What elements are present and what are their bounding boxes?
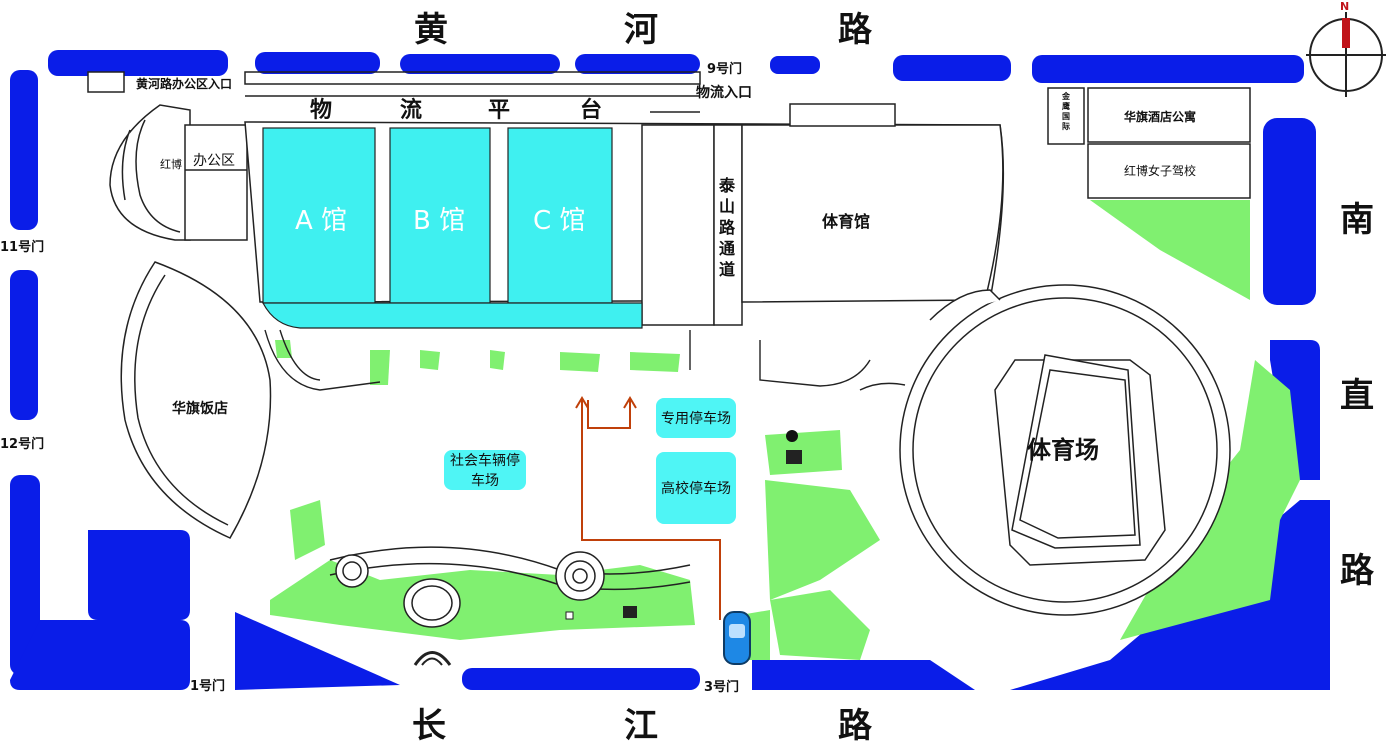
hall-b-label: B 馆 [413, 206, 466, 236]
small-building-label: 金鹰国际 [1062, 92, 1070, 131]
huaqi-hotel-label: 华旗饭店 [172, 401, 228, 417]
stadium-building [859, 284, 1231, 616]
road-east-char-1: 南 [1340, 200, 1374, 240]
college-parking-label: 高校停车场 [656, 452, 736, 524]
office-entrance-box [87, 71, 125, 93]
road-south-char-1: 长 [412, 706, 446, 746]
gate-11-label: 11号门 [0, 240, 45, 255]
road-blocks [10, 50, 1330, 690]
huaqi-hotel-building [120, 261, 272, 539]
markers [565, 430, 802, 620]
stadium-label: 体育场 [1027, 436, 1099, 464]
logistics-platform-char-3: 平 [488, 98, 511, 123]
gymnasium-label: 体育馆 [822, 212, 871, 231]
logistics-platform-char-1: 物 [310, 98, 333, 123]
halls-cyan [262, 127, 643, 329]
road-east-char-3: 路 [1340, 551, 1374, 591]
office-label: 办公区 [193, 153, 235, 169]
road-north-char-3: 路 [838, 10, 872, 50]
logistics-platform-char-2: 流 [400, 98, 423, 123]
logistics-entrance-label: 物流入口 [696, 85, 752, 101]
office-entrance-label: 黄河路办公区入口 [136, 77, 233, 91]
right-buildings [1047, 87, 1251, 199]
gate-9-label: 9号门 [707, 62, 743, 77]
road-east-char-2: 直 [1340, 376, 1374, 416]
hall-c-label: C 馆 [533, 206, 586, 236]
huaqi-apartment-label: 华旗酒店公寓 [1124, 110, 1197, 124]
logistics-platform-char-4: 台 [580, 98, 603, 123]
driving-school-label: 红博女子驾校 [1124, 164, 1197, 178]
road-north-char-2: 河 [624, 10, 658, 50]
hall-a-label: A 馆 [295, 206, 348, 236]
walkway [264, 329, 871, 391]
north-fence [244, 71, 701, 113]
hongbo-building [109, 104, 248, 241]
road-north-char-1: 黄 [414, 10, 448, 50]
public-parking-label: 社会车辆停车场 [444, 450, 526, 490]
gate-3-label: 3号门 [704, 680, 740, 695]
road-south-char-2: 江 [624, 706, 658, 746]
car-icon [723, 611, 751, 665]
gate-1-label: 1号门 [190, 679, 226, 694]
compass [1306, 12, 1386, 97]
compass-north-label: N [1340, 0, 1350, 13]
road-south-char-3: 路 [838, 706, 872, 746]
plaza [329, 546, 691, 666]
gate-12-label: 12号门 [0, 437, 45, 452]
taishan-passage-label: 泰山路通道 [718, 176, 735, 279]
route-arrows [575, 396, 721, 620]
hongbo-label: 红博 [160, 158, 182, 171]
special-parking-label: 专用停车场 [656, 398, 736, 438]
